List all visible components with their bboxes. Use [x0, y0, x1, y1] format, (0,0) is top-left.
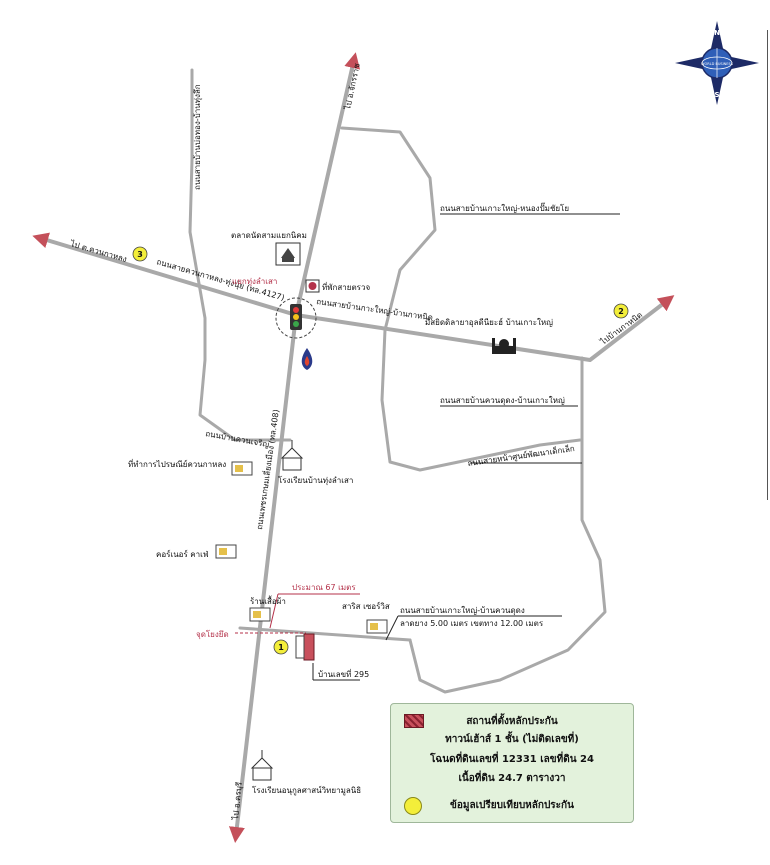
svg-text:WORLD BUSINESS: WORLD BUSINESS [701, 62, 734, 66]
distance-label: ประมาณ 67 เมตร [292, 583, 356, 592]
car-care-icon [366, 619, 388, 634]
side-rule [767, 30, 768, 500]
mosque-icon [492, 338, 516, 354]
legend-area: เนื้อที่ดิน 24.7 ตารางวา [458, 773, 566, 784]
school-icon [250, 750, 274, 781]
svg-text:N: N [714, 29, 720, 37]
traffic-light-icon [290, 304, 302, 330]
comparison-marker-icon [404, 797, 422, 815]
marker-2: 2 [613, 303, 629, 319]
car-care-label: สาริส เซอร์วิส [342, 601, 390, 611]
police-icon [305, 279, 320, 293]
legend-title: สถานที่ตั้งหลักประกัน [466, 716, 558, 727]
east-loop-road [380, 328, 582, 472]
west-loop-road-label: ถนนบ้านควนเจริญ [205, 429, 270, 449]
main-highway [228, 52, 361, 843]
school-north-label: โรงเรียนบ้านทุ่งลำเสา [278, 475, 353, 485]
school-icon [280, 440, 304, 471]
svg-text:S: S [714, 91, 719, 99]
compass-rose-icon: N S WORLD BUSINESS [675, 21, 759, 105]
property-swatch-icon [404, 714, 424, 728]
mosque-label: มัสยิดดิลายาอุลดีนียะฮ์ บ้านเกาะใหญ่ [425, 317, 553, 327]
marker-3: 3 [132, 246, 148, 262]
school-south-label: โรงเรียนอนุกูลศาสน์วิทยามูลนิธิ [252, 785, 361, 796]
market-label: ตลาดนัดสามแยกนิคม [231, 231, 307, 240]
post-office-icon [231, 461, 253, 476]
svg-text:2: 2 [618, 307, 624, 316]
legend-deed: โฉนดที่ดินเลขที่ 12331 เลขที่ดิน 24 [430, 754, 594, 765]
north-east-road-label: ถนนสายบ้านเกาะใหญ่-หนองปั๊มชัยโย [440, 202, 569, 213]
junction-label: แยกทุ่งลำเสา [232, 277, 277, 286]
post-office-label: ที่ทำการไปรษณีย์ควนกาหลง [128, 458, 226, 469]
market-icon [275, 242, 301, 266]
legend-comparison: ข้อมูลเปรียบเทียบหลักประกัน [450, 800, 574, 811]
junction-circle [275, 297, 317, 339]
east-vertical-road [408, 356, 607, 694]
svg-text:3: 3 [137, 250, 143, 259]
svg-text:1: 1 [278, 643, 284, 652]
clothes-shop-label: ร้านเสื้อผ้า [250, 595, 286, 606]
north-west-road-label: ถนนสายบ้านบ่อทอง-บ้านทุ่งลึก [193, 84, 202, 190]
subject-property [303, 633, 315, 661]
subject-road-detail: ลาดยาง 5.00 เมตร เขตทาง 12.00 เมตร [400, 619, 544, 628]
subject-road-label: ถนนสายบ้านเกาะใหญ่-บ้านควนดุดง [400, 606, 525, 615]
gas-station-icon [301, 348, 313, 370]
house-number-label: บ้านเลขที่ 295 [318, 668, 369, 679]
cafe-label: คอร์เนอร์ คาเฟ่ [156, 549, 209, 559]
north-west-road [188, 68, 292, 442]
east-highway [294, 295, 675, 362]
start-point-label: จุดโยงยึด [196, 629, 229, 639]
west-highway [32, 232, 298, 317]
middle-east-road-label: ถนนสายบ้านควนดุดง-บ้านเกาะใหญ่ [440, 396, 565, 405]
cafe-icon [215, 544, 237, 559]
east-road-label: ถนนสายบ้านกาะใหญ่-บ้านกาหนิด [316, 297, 434, 322]
adjacent-building [295, 635, 305, 659]
legend-property-type: ทาวน์เฮ้าส์ 1 ชั้น (ไม่ติดเลขที่) [445, 734, 579, 745]
north-destination-label: ไป อ.จักรราช [343, 62, 362, 111]
south-destination-label: ไป อ.ครบุรี [231, 781, 244, 821]
subject-road [238, 626, 412, 642]
legend-box: สถานที่ตั้งหลักประกัน ทาวน์เฮ้าส์ 1 ชั้น… [390, 703, 634, 823]
police-label: ที่พักสายตรวจ [322, 281, 370, 292]
south-east-road-label: ถนนสายหน้าศูนย์พัฒนาเด็กเล็ก [467, 443, 576, 469]
north-east-road [340, 126, 437, 332]
west-destination-label: ไป ต.ควนกาหลง [68, 239, 127, 264]
shop-icon [249, 607, 271, 622]
marker-1: 1 [273, 639, 289, 655]
